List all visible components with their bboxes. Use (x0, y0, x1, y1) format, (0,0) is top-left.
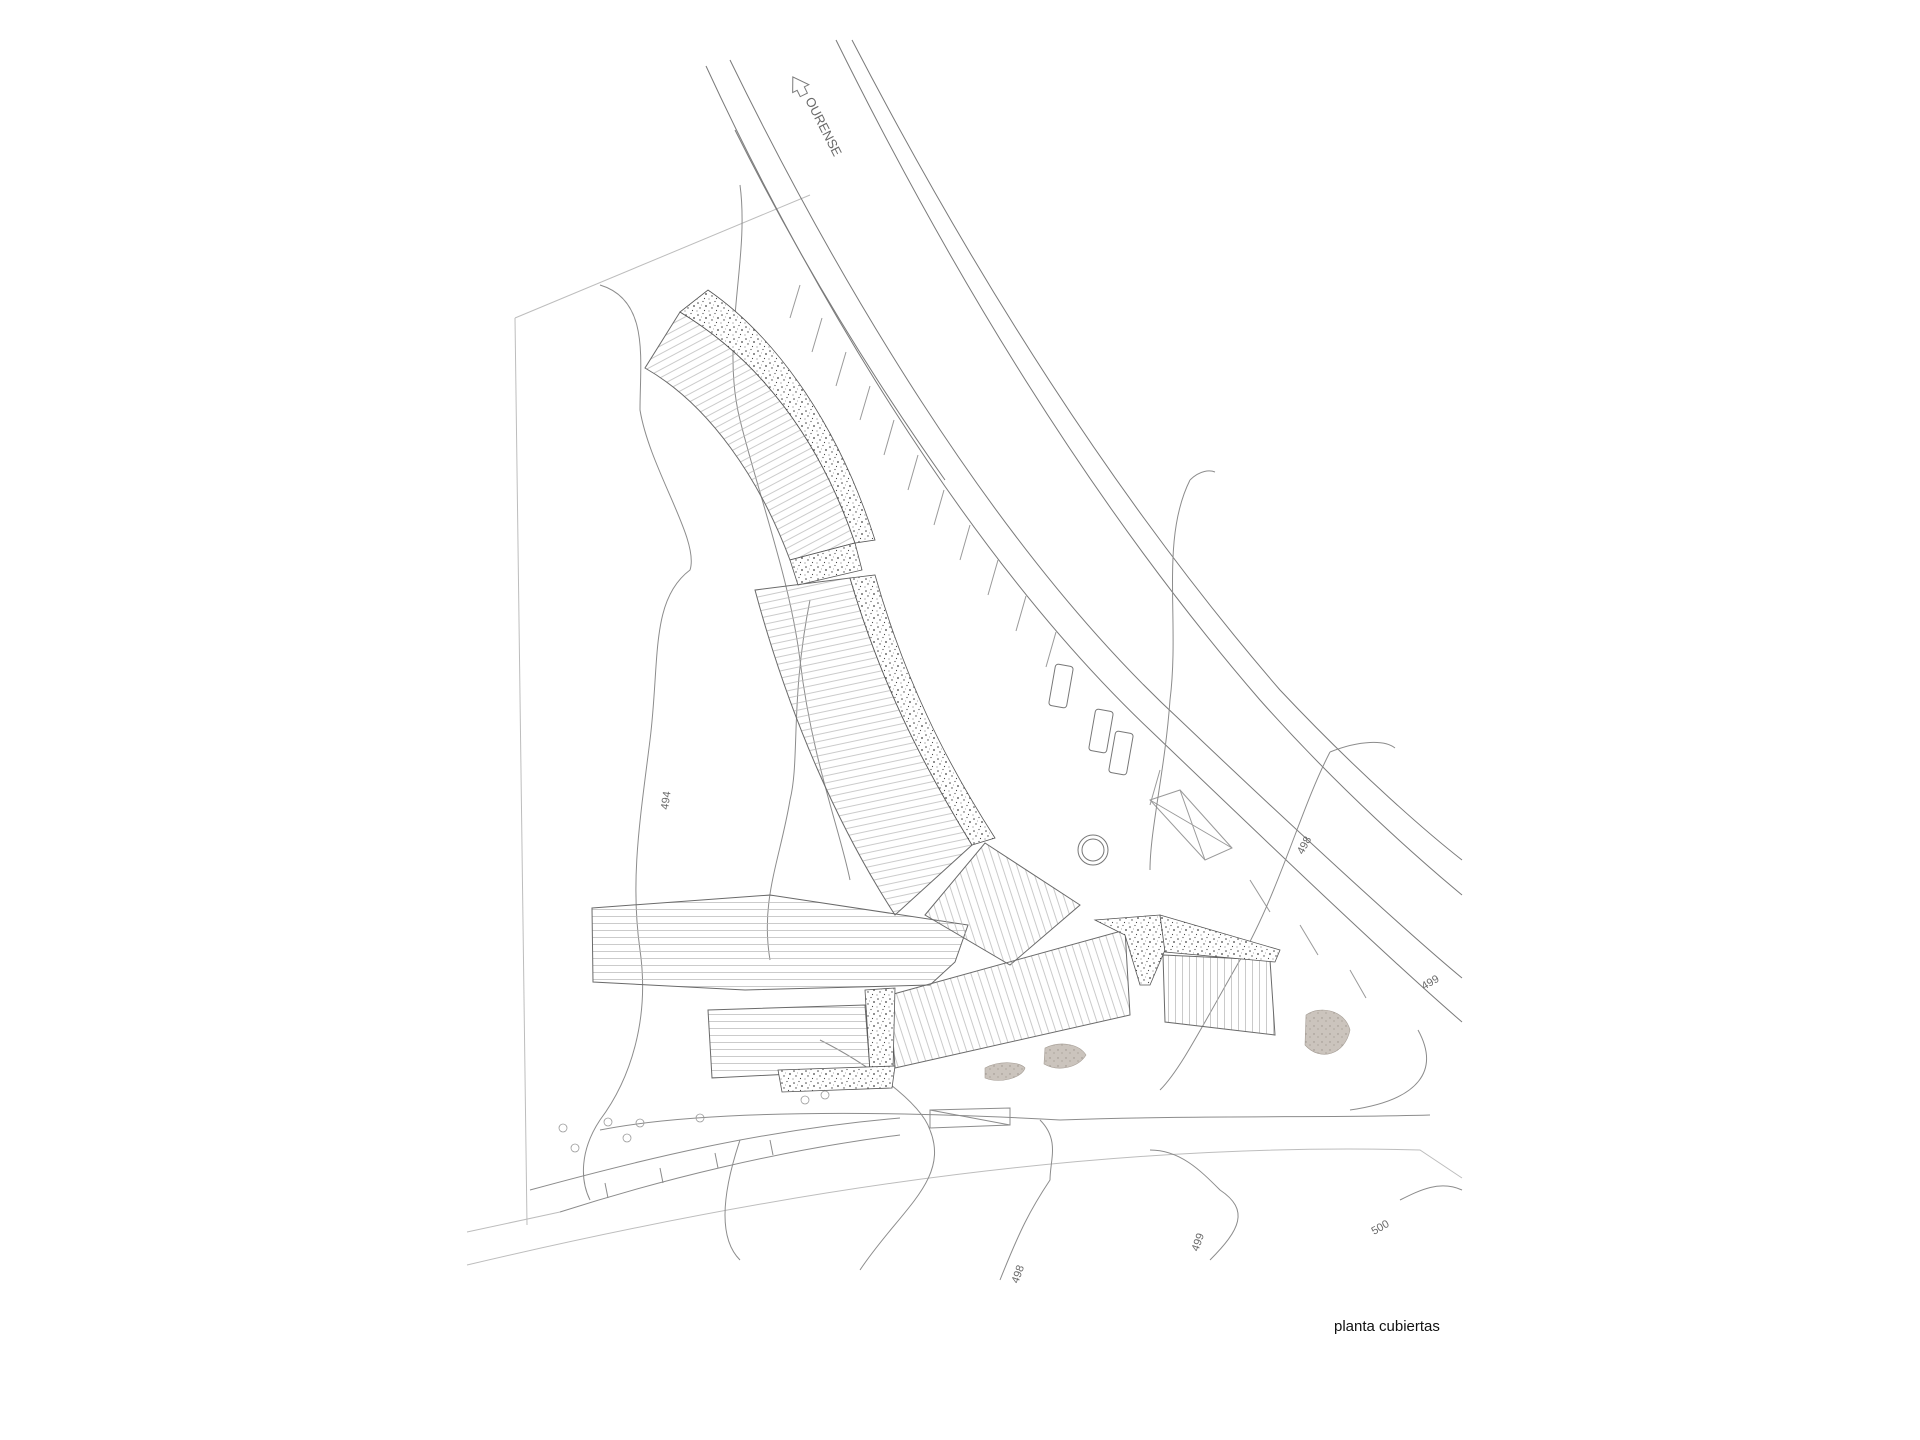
contour-label-499-south: 499 (1190, 1232, 1208, 1253)
terrace-steps (529, 1107, 1011, 1213)
site-boundary (466, 194, 1463, 1266)
direction-label: OURENSE (802, 95, 845, 159)
contour-label-499-road: 499 (1420, 973, 1442, 993)
drawing-title: planta cubiertas (1334, 1318, 1440, 1335)
block-southwest (707, 1004, 871, 1079)
block-junction (924, 842, 1081, 966)
gravel-strip-north (679, 289, 876, 586)
contour-label-498-road: 498 (1295, 835, 1314, 857)
gravel-connectors (777, 914, 1281, 1093)
contour-label-500: 500 (1370, 1218, 1392, 1238)
block-east (1162, 954, 1276, 1036)
tree-symbols (558, 1090, 830, 1153)
parked-cars (1048, 663, 1134, 776)
contour-label-494: 494 (659, 791, 673, 811)
round-feature (1077, 834, 1109, 866)
main-road (705, 39, 1463, 1023)
contour-label-498-south: 498 (1010, 1264, 1028, 1285)
block-west (591, 894, 969, 991)
rock-patches (984, 1009, 1351, 1081)
curved-wing-south (754, 574, 996, 916)
direction-arrow-icon (792, 76, 810, 98)
crossed-square (1149, 789, 1233, 861)
parking-stripes (789, 284, 1367, 999)
